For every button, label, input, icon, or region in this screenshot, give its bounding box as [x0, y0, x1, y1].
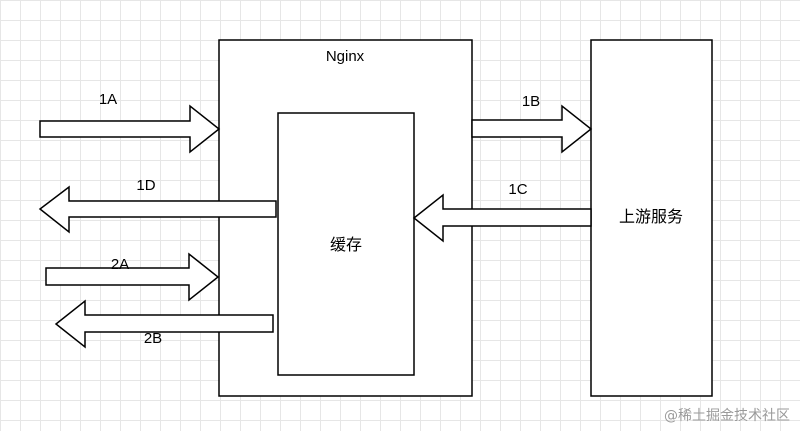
arrow-1c	[412, 193, 592, 243]
arrow-1a	[39, 104, 221, 154]
watermark-text: @稀土掘金技术社区	[664, 408, 790, 424]
arrow-1d	[38, 185, 277, 234]
nginx-label: Nginx	[326, 48, 365, 65]
arrow-1c-label: 1C	[508, 181, 527, 198]
cache-label: 缓存	[330, 236, 362, 254]
upstream-label: 上游服务	[619, 208, 683, 226]
arrow-1b-label: 1B	[522, 93, 540, 110]
upstream-box	[590, 39, 713, 397]
cache-box	[277, 112, 415, 376]
arrow-1a-label: 1A	[99, 91, 117, 108]
arrow-2b-label: 2B	[144, 330, 162, 347]
arrow-1b	[471, 104, 593, 154]
arrow-2a	[45, 252, 220, 302]
arrow-1d-label: 1D	[136, 177, 155, 194]
arrow-2b	[54, 299, 274, 349]
arrow-2a-label: 2A	[111, 256, 129, 273]
